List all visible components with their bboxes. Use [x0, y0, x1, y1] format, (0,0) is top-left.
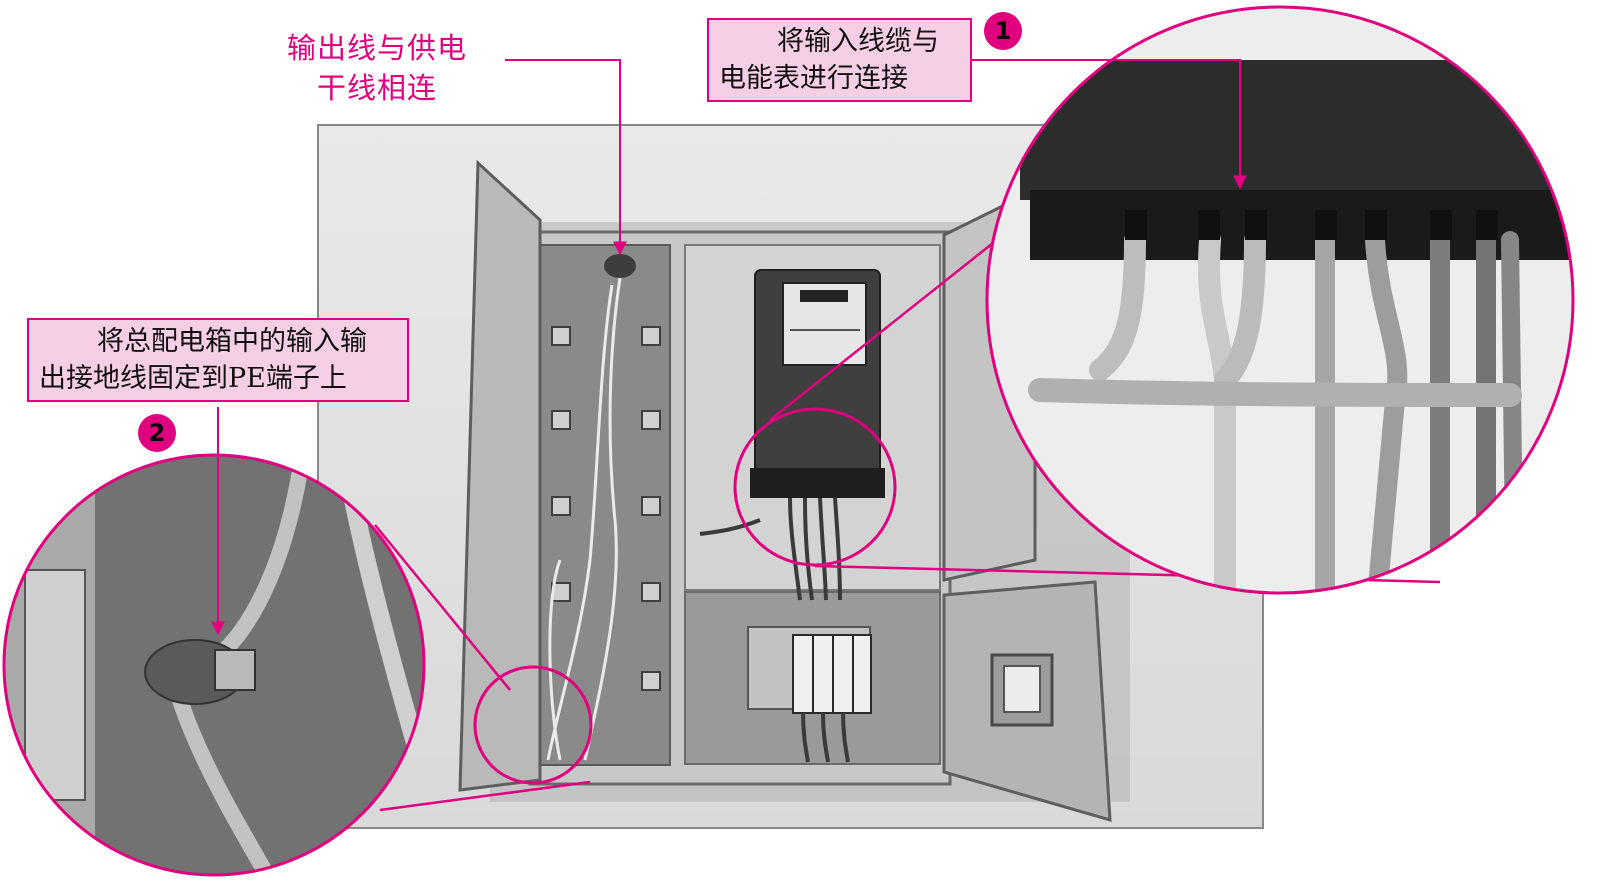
step-badge-2: 2: [138, 414, 176, 452]
meter-terminal-highlight-ring: [733, 407, 897, 567]
step-badge-1: 1: [984, 12, 1022, 50]
leader-lines: [211, 59, 1247, 636]
pe-terminal-highlight-ring: [473, 665, 593, 785]
zoom-circle-meter-terminals: [769, 5, 1575, 595]
output-line-label: 输出线与供电 干线相连: [287, 31, 468, 105]
input-cable-label: 将输入线缆与 电能表进行连接: [707, 18, 972, 102]
ground-wire-label: 将总配电箱中的输入输 出接地线固定到PE端子上: [27, 318, 409, 402]
